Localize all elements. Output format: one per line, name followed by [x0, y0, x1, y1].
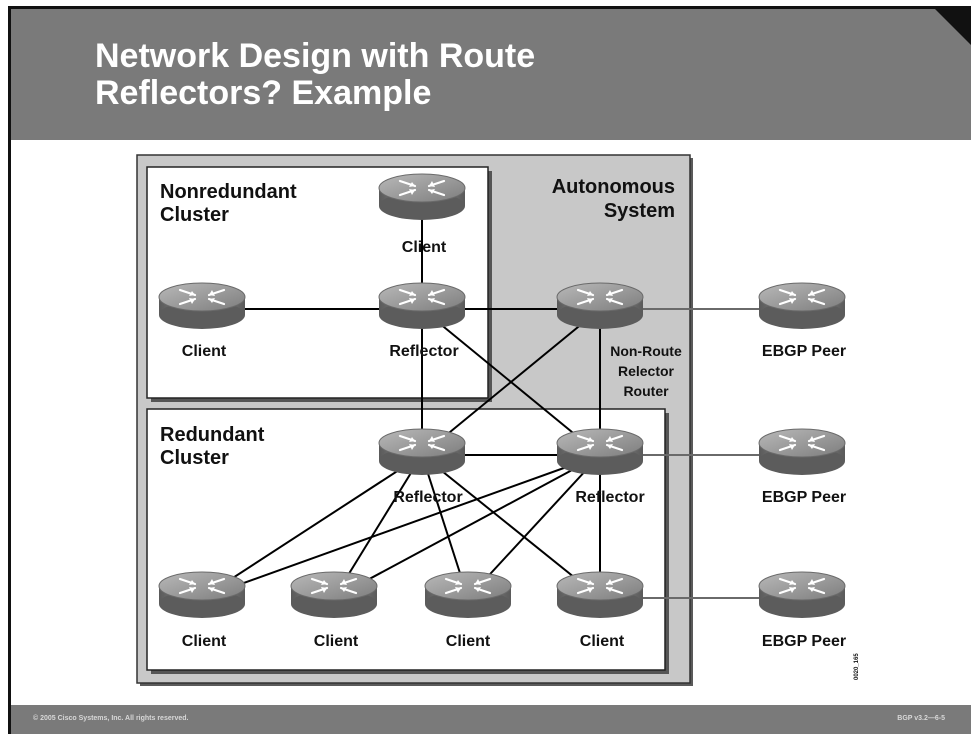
nonredundant-cluster-label-2: Cluster [160, 204, 229, 226]
router-icon-rc-client-4 [555, 570, 645, 620]
router-icon-ebgp-peer-1 [757, 281, 847, 331]
redundant-cluster-label-2: Cluster [160, 447, 229, 469]
as-label-line-2: System [604, 200, 675, 222]
router-label-ebgp-peer-2: EBGP Peer [762, 489, 846, 506]
slide-title: Network Design with Route Reflectors? Ex… [95, 38, 735, 112]
corner-fold [935, 9, 971, 45]
router-label-rc-client-3: Client [446, 633, 491, 650]
redundant-cluster-label-1: Redundant [160, 424, 265, 446]
router-label-ebgp-peer-1: EBGP Peer [762, 343, 846, 360]
slide-frame-top [8, 6, 971, 9]
router-label-non-rr-line-2: Relector [618, 363, 675, 379]
router-label-nr-reflector: Reflector [389, 343, 458, 360]
router-icon-rc-client-1 [157, 570, 247, 620]
router-label-non-rr-line-1: Non-Route [610, 343, 682, 359]
router-label-nr-client-top: Client [402, 239, 447, 256]
router-icon-rc-reflector-right [555, 427, 645, 477]
router-icon-nr-client-top [377, 172, 467, 222]
router-label-rc-client-1: Client [182, 633, 227, 650]
course-page-number: BGP v3.2—6-5 [897, 715, 945, 722]
router-icon-rc-client-3 [423, 570, 513, 620]
footer-bar: © 2005 Cisco Systems, Inc. All rights re… [11, 705, 971, 734]
router-label-rc-reflector-left: Reflector [393, 489, 462, 506]
router-label-nr-client-left: Client [182, 343, 227, 360]
router-icon-non-route-reflector [555, 281, 645, 331]
figure-code: 0020_165 [854, 653, 860, 680]
router-label-rc-client-2: Client [314, 633, 359, 650]
router-icon-rc-client-2 [289, 570, 379, 620]
title-bar [11, 9, 971, 140]
title-line-2: Reflectors? Example [95, 74, 432, 112]
router-icon-rc-reflector-left [377, 427, 467, 477]
router-icon-nr-reflector [377, 281, 467, 331]
router-label-rc-client-4: Client [580, 633, 625, 650]
router-label-ebgp-peer-3: EBGP Peer [762, 633, 846, 650]
slide-frame-left [8, 6, 11, 734]
nonredundant-cluster-label-1: Nonredundant [160, 181, 297, 203]
copyright-text: © 2005 Cisco Systems, Inc. All rights re… [33, 715, 189, 722]
router-icon-nr-client-left [157, 281, 247, 331]
title-line-1: Network Design with Route [95, 37, 536, 75]
as-label-line-1: Autonomous [552, 176, 675, 198]
router-label-non-rr-line-3: Router [623, 383, 669, 399]
router-label-rc-reflector-right: Reflector [575, 489, 644, 506]
router-icon-ebgp-peer-2 [757, 427, 847, 477]
router-icon-ebgp-peer-3 [757, 570, 847, 620]
